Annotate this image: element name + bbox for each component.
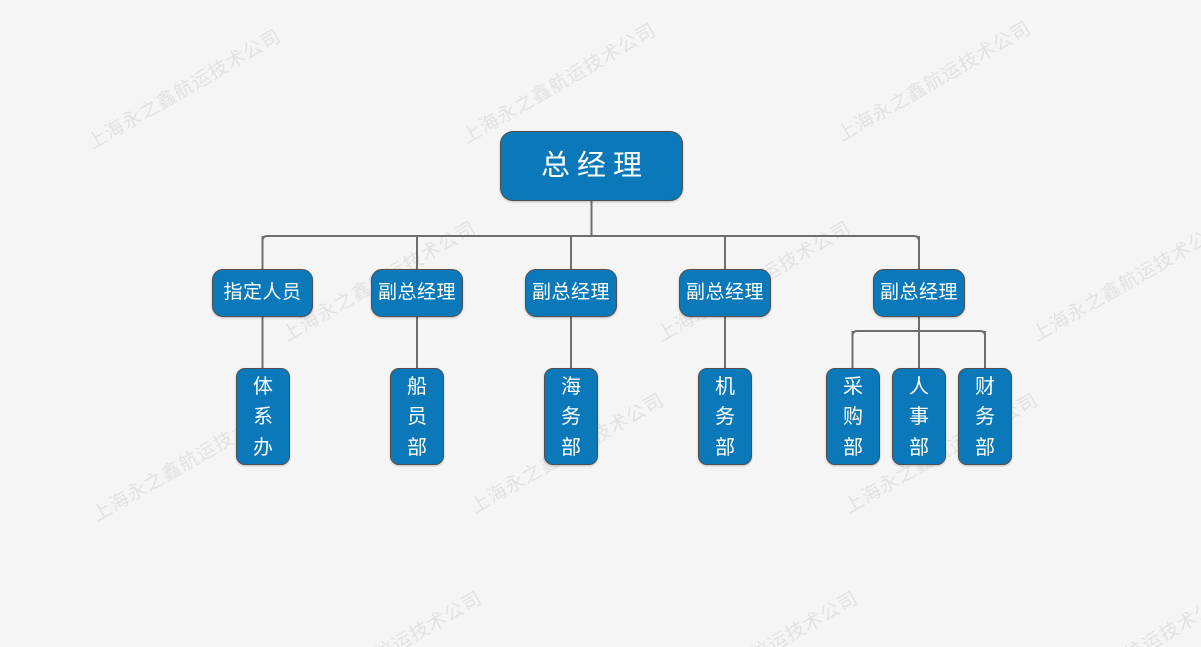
node-system-office[interactable]: 体 系 办 xyxy=(236,368,290,465)
watermark-text: 上海永之鑫航运技术公司 xyxy=(283,584,487,647)
node-label: 总经理 xyxy=(540,148,649,183)
node-label: 副总经理 xyxy=(879,281,958,304)
node-designated-person[interactable]: 指定人员 xyxy=(212,269,313,317)
watermark-text: 上海永之鑫航运技术公司 xyxy=(1033,584,1201,647)
node-deputy-gm-2[interactable]: 副总经理 xyxy=(525,269,617,317)
watermark-text: 上海永之鑫航运技术公司 xyxy=(1028,217,1201,347)
node-label: 海 务 部 xyxy=(561,373,581,459)
node-label: 机 务 部 xyxy=(715,373,735,459)
node-label: 采 购 部 xyxy=(843,373,863,459)
connector-sub-bus-vgm4 xyxy=(851,330,986,341)
node-deputy-gm-1[interactable]: 副总经理 xyxy=(371,269,463,317)
node-label: 体 系 办 xyxy=(253,373,273,459)
node-label: 人 事 部 xyxy=(909,373,929,459)
connector-main-bus xyxy=(261,235,920,246)
watermark-text: 上海永之鑫航运技术公司 xyxy=(458,19,661,149)
watermark-text: 上海永之鑫航运技术公司 xyxy=(83,25,286,155)
node-procurement-department[interactable]: 采 购 部 xyxy=(826,368,880,465)
node-label: 船 员 部 xyxy=(407,373,427,459)
node-label: 财 务 部 xyxy=(975,373,995,459)
node-label: 副总经理 xyxy=(531,281,610,304)
node-deputy-gm-3[interactable]: 副总经理 xyxy=(679,269,771,317)
node-finance-department[interactable]: 财 务 部 xyxy=(958,368,1012,465)
node-marine-department[interactable]: 海 务 部 xyxy=(544,368,598,465)
node-crew-department[interactable]: 船 员 部 xyxy=(390,368,444,465)
node-label: 副总经理 xyxy=(377,281,456,304)
node-label: 指定人员 xyxy=(223,281,302,304)
node-engineering-department[interactable]: 机 务 部 xyxy=(698,368,752,465)
watermark-text: 上海永之鑫航运技术公司 xyxy=(833,17,1036,147)
node-hr-department[interactable]: 人 事 部 xyxy=(892,368,946,465)
node-general-manager[interactable]: 总经理 xyxy=(500,131,683,201)
node-deputy-gm-4[interactable]: 副总经理 xyxy=(873,269,965,317)
watermark-text: 上海永之鑫航运技术公司 xyxy=(659,584,863,647)
node-label: 副总经理 xyxy=(685,281,764,304)
